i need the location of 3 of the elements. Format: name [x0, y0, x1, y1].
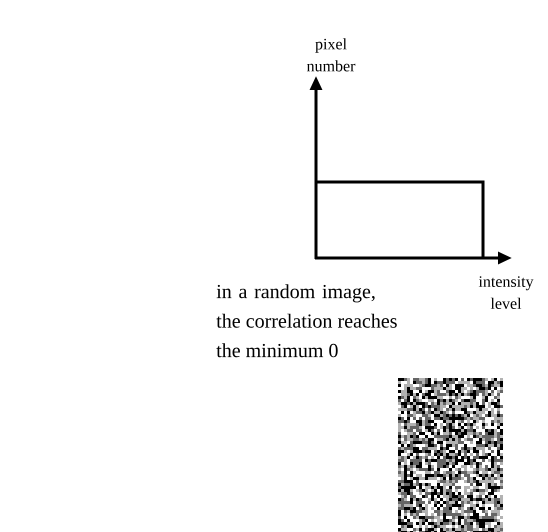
axis-label: pixel number — [306, 38, 356, 72]
annotation-text: in a random image, the correlation reaches the minimum 0 — [216, 284, 397, 358]
axis-label: intensity level — [478, 276, 534, 309]
